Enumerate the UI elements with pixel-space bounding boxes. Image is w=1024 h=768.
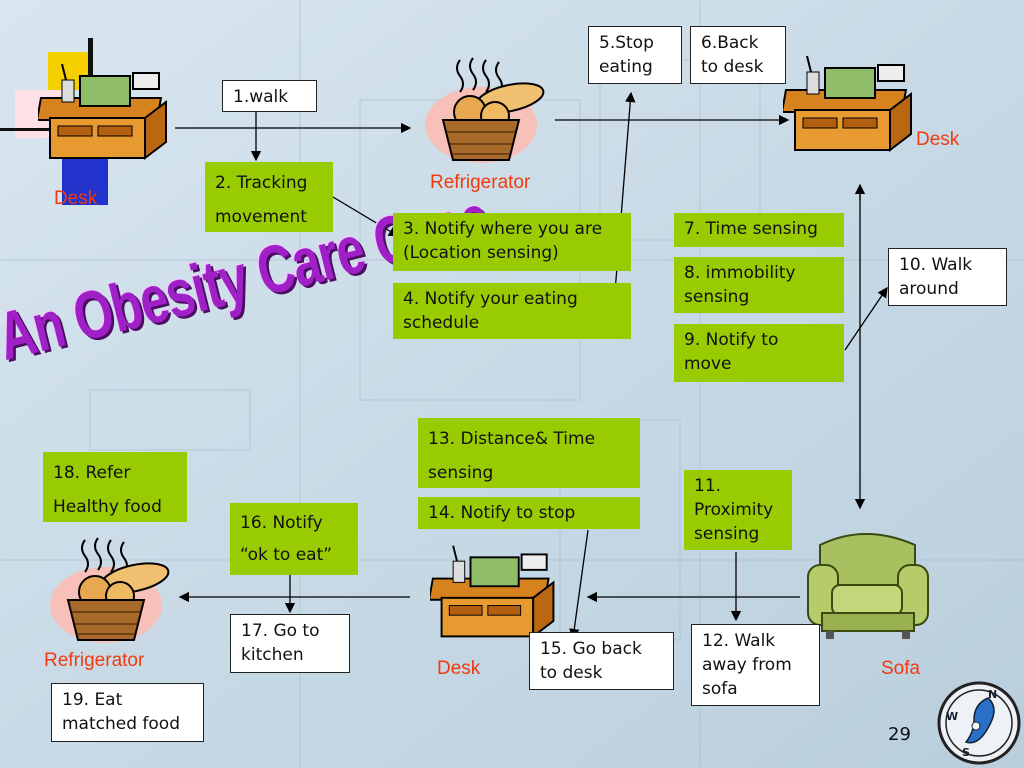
step-7-box: 7. Time sensing xyxy=(674,213,844,247)
step-4-box: 4. Notify your eating schedule xyxy=(393,283,631,339)
desk-icon xyxy=(38,63,167,161)
svg-text:S: S xyxy=(962,746,970,759)
step-1-box: 1.walk xyxy=(222,80,317,112)
step-15-box: 15. Go back to desk xyxy=(529,632,674,690)
step-11-box: 11. Proximity sensing xyxy=(684,470,792,550)
sofa-icon xyxy=(807,533,929,639)
step-12-box: 12. Walk away from sofa xyxy=(691,624,820,706)
desk-icon xyxy=(783,55,912,153)
place-label-refrigerator: Refrigerator xyxy=(430,172,531,193)
arrow-stop-to-goback xyxy=(569,529,589,640)
step-18-box: 18. Refer Healthy food xyxy=(43,452,187,522)
place-label-desk: Desk xyxy=(437,658,481,679)
step-14-box: 14. Notify to stop xyxy=(418,497,640,529)
place-label-desk: Desk xyxy=(916,129,960,150)
step-3-box: 3. Notify where you are (Location sensin… xyxy=(393,213,631,271)
step-16-box: 16. Notify “ok to eat” xyxy=(230,503,358,575)
place-label-refrigerator: Refrigerator xyxy=(44,650,145,671)
step-9-box: 9. Notify to move xyxy=(674,324,844,382)
svg-text:N: N xyxy=(988,688,997,701)
step-17-box: 17. Go to kitchen xyxy=(230,614,350,673)
step-13-box: 13. Distance& Time sensing xyxy=(418,418,640,488)
bread-basket-icon xyxy=(425,57,545,163)
bread-basket-icon xyxy=(50,537,170,643)
step-2-box: 2. Tracking movement xyxy=(205,162,333,232)
place-label-desk: Desk xyxy=(54,188,98,209)
step-10-box: 10. Walk around xyxy=(888,248,1007,306)
step-6-box: 6.Back to desk xyxy=(690,26,786,84)
step-8-box: 8. immobility sensing xyxy=(674,257,844,313)
page-number: 29 xyxy=(888,724,911,745)
svg-text:W: W xyxy=(946,710,958,723)
step-5-box: 5.Stop eating xyxy=(588,26,682,84)
desk-icon xyxy=(430,545,555,639)
arrow-move-to-walk xyxy=(844,286,888,351)
compass-logo-icon: N S W xyxy=(937,681,1021,765)
step-19-box: 19. Eat matched food xyxy=(51,683,204,742)
place-label-sofa: Sofa xyxy=(881,658,921,679)
arrow-tracking-to-notify xyxy=(332,196,400,237)
